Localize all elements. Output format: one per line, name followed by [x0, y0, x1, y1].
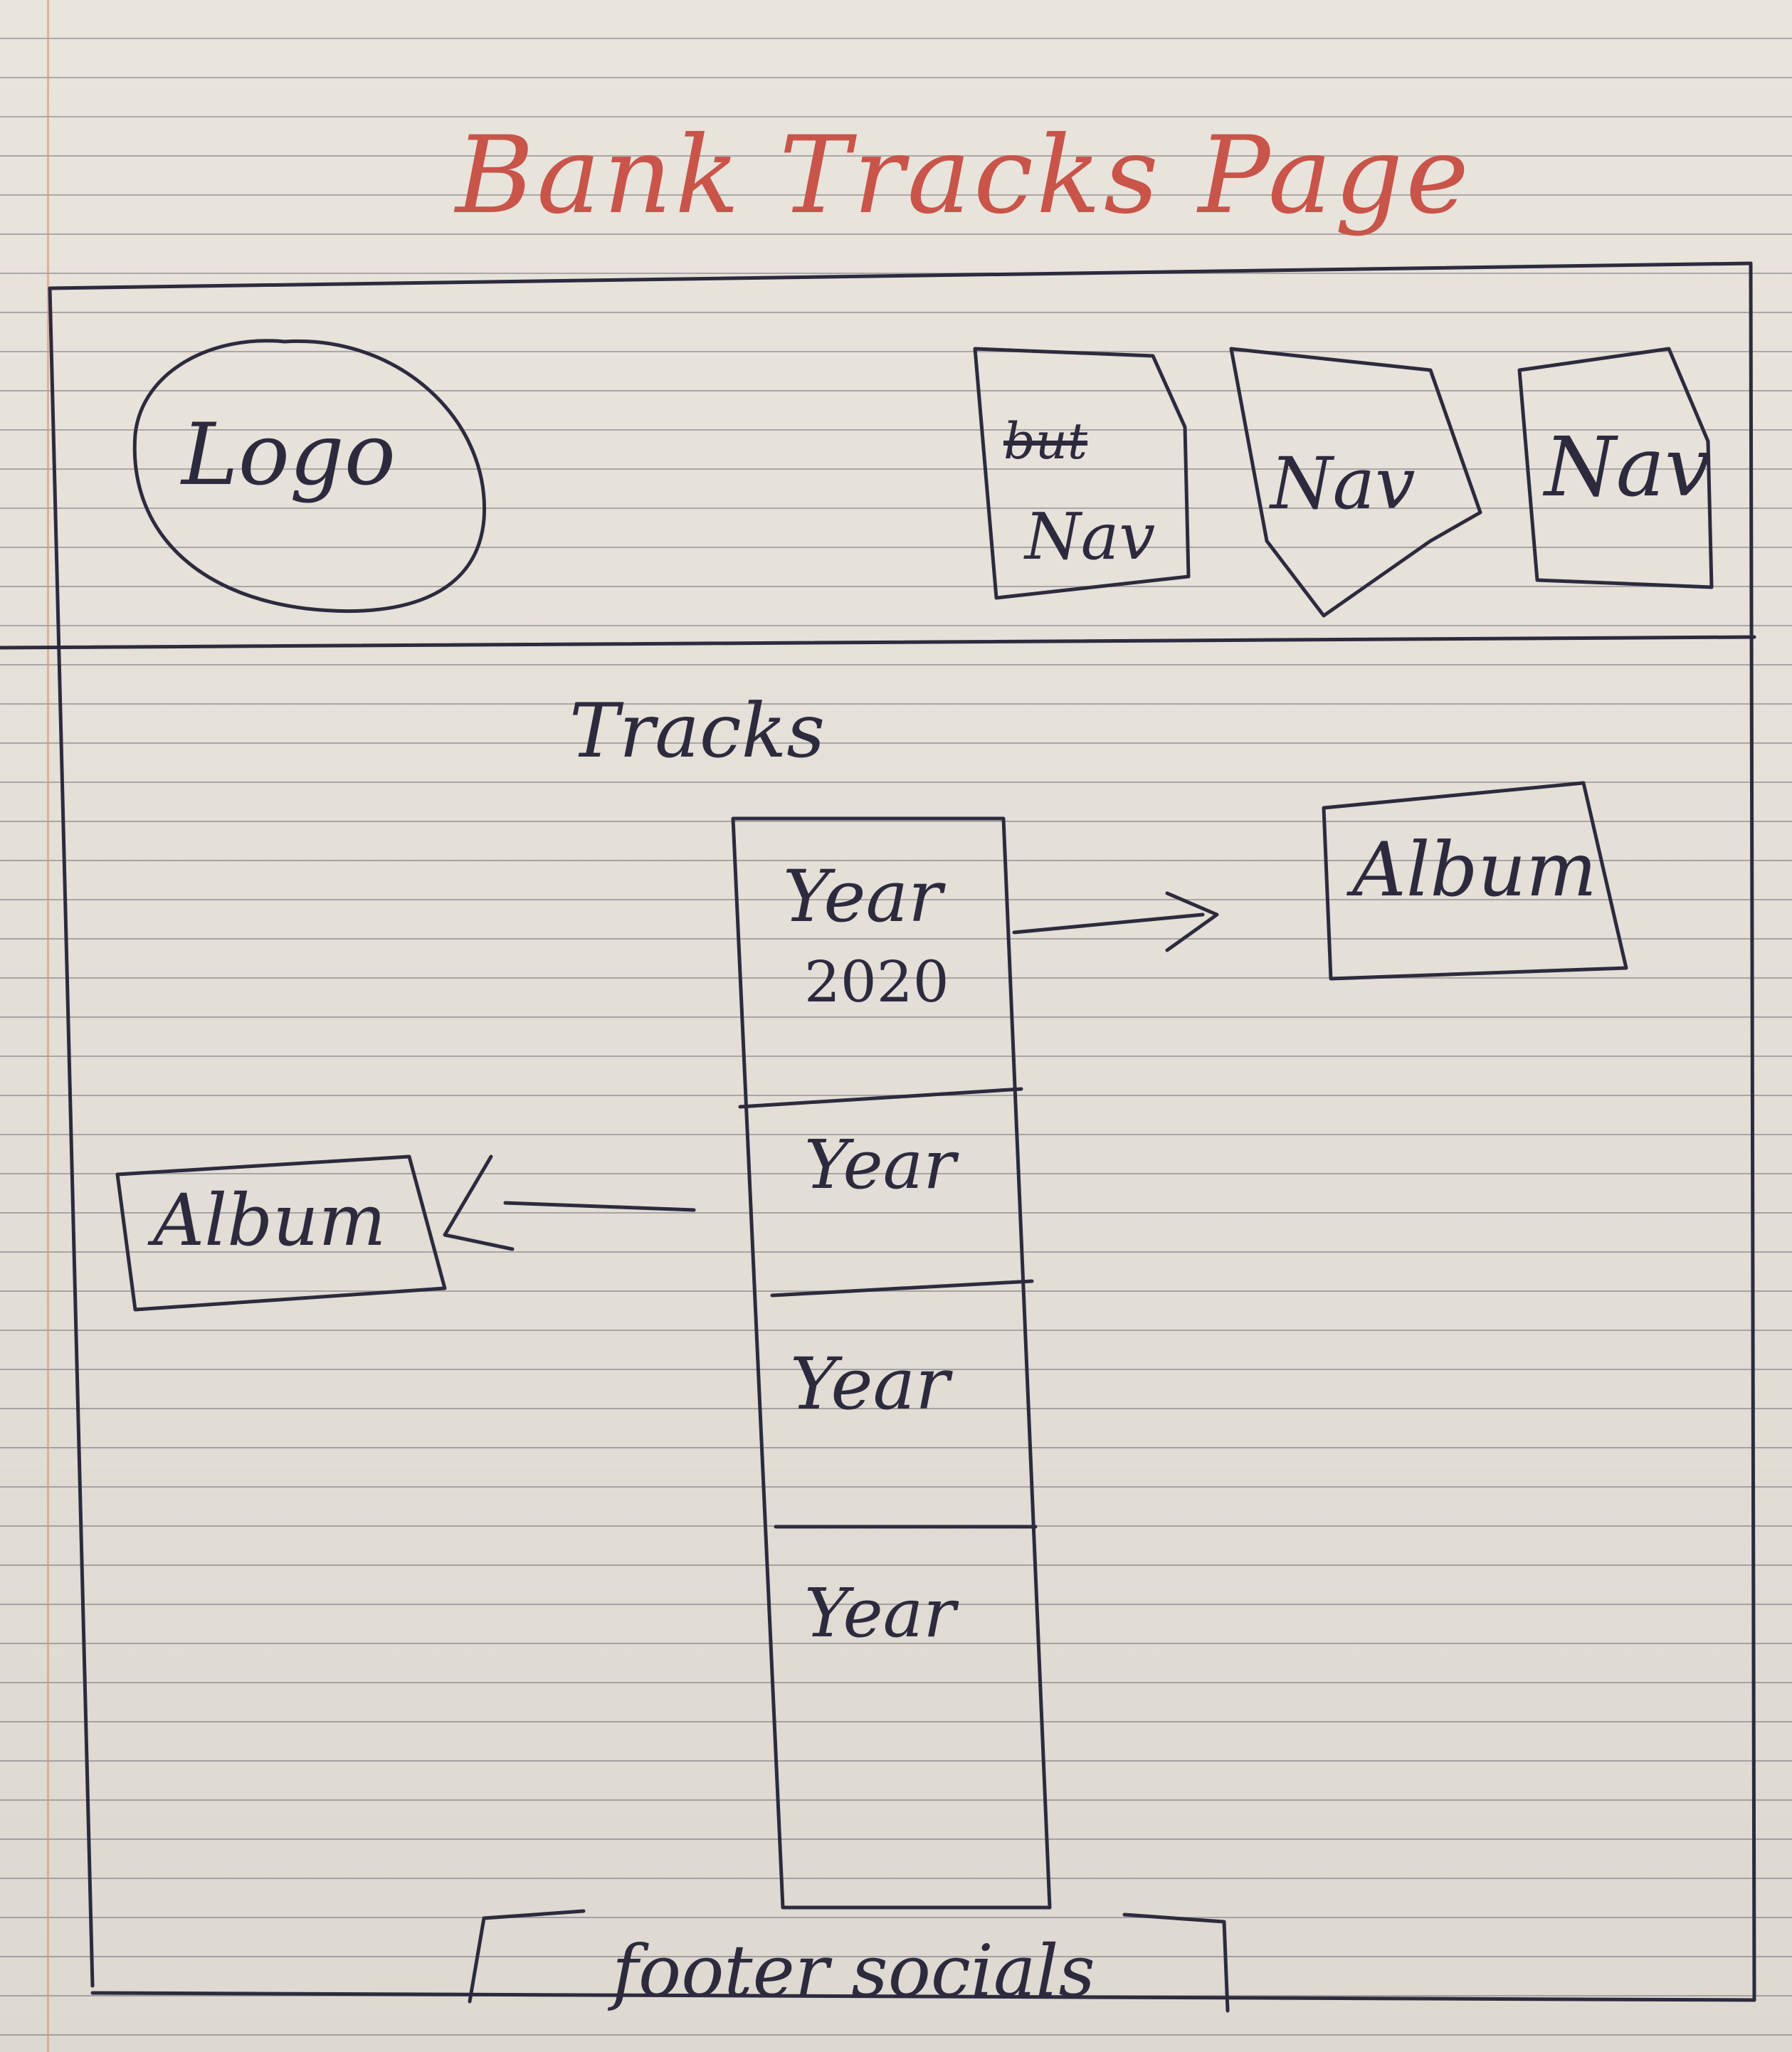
arrow-left	[443, 1154, 696, 1251]
page-title: Bank Tracks Page	[455, 114, 1472, 238]
footer-outline	[468, 1909, 1230, 2013]
logo-circle	[132, 339, 487, 614]
year-divider-2	[770, 1279, 1034, 1298]
album-left-outline	[115, 1154, 447, 1312]
nav-box-1-outline	[973, 347, 1191, 600]
paper-margin-line	[47, 0, 49, 2052]
tracks-heading: Tracks	[569, 688, 826, 774]
album-right-label[interactable]: Album	[1352, 826, 1597, 913]
album-right-outline	[1322, 781, 1628, 981]
year-2-label[interactable]: Year	[804, 1126, 956, 1204]
logo-label[interactable]: Logo	[181, 406, 396, 505]
nav-1-scribble: but	[1003, 412, 1088, 470]
nav-item-3[interactable]: Nav	[1544, 420, 1712, 515]
frame-top-line	[48, 261, 1753, 290]
year-column-outline	[731, 816, 1052, 1910]
nav-box-2-outline	[1229, 347, 1482, 618]
frame-left-line	[48, 286, 95, 1988]
year-1-label[interactable]: Year	[783, 855, 942, 938]
header-divider	[0, 635, 1756, 650]
arrow-right	[1012, 891, 1219, 952]
year-1-value[interactable]: 2020	[804, 949, 949, 1015]
nav-item-1[interactable]: Nav	[1025, 500, 1156, 574]
nav-item-2[interactable]: Nav	[1270, 442, 1416, 525]
year-4-label[interactable]: Year	[804, 1574, 956, 1653]
frame-bottom-line	[90, 1991, 1756, 2002]
footer-socials-label[interactable]: footer socials	[612, 1930, 1095, 2013]
album-left-label[interactable]: Album	[153, 1179, 386, 1262]
frame-right-line	[1749, 261, 1756, 2002]
year-divider-1	[738, 1087, 1023, 1109]
nav-box-3-outline	[1517, 347, 1714, 589]
year-3-label[interactable]: Year	[790, 1342, 949, 1426]
